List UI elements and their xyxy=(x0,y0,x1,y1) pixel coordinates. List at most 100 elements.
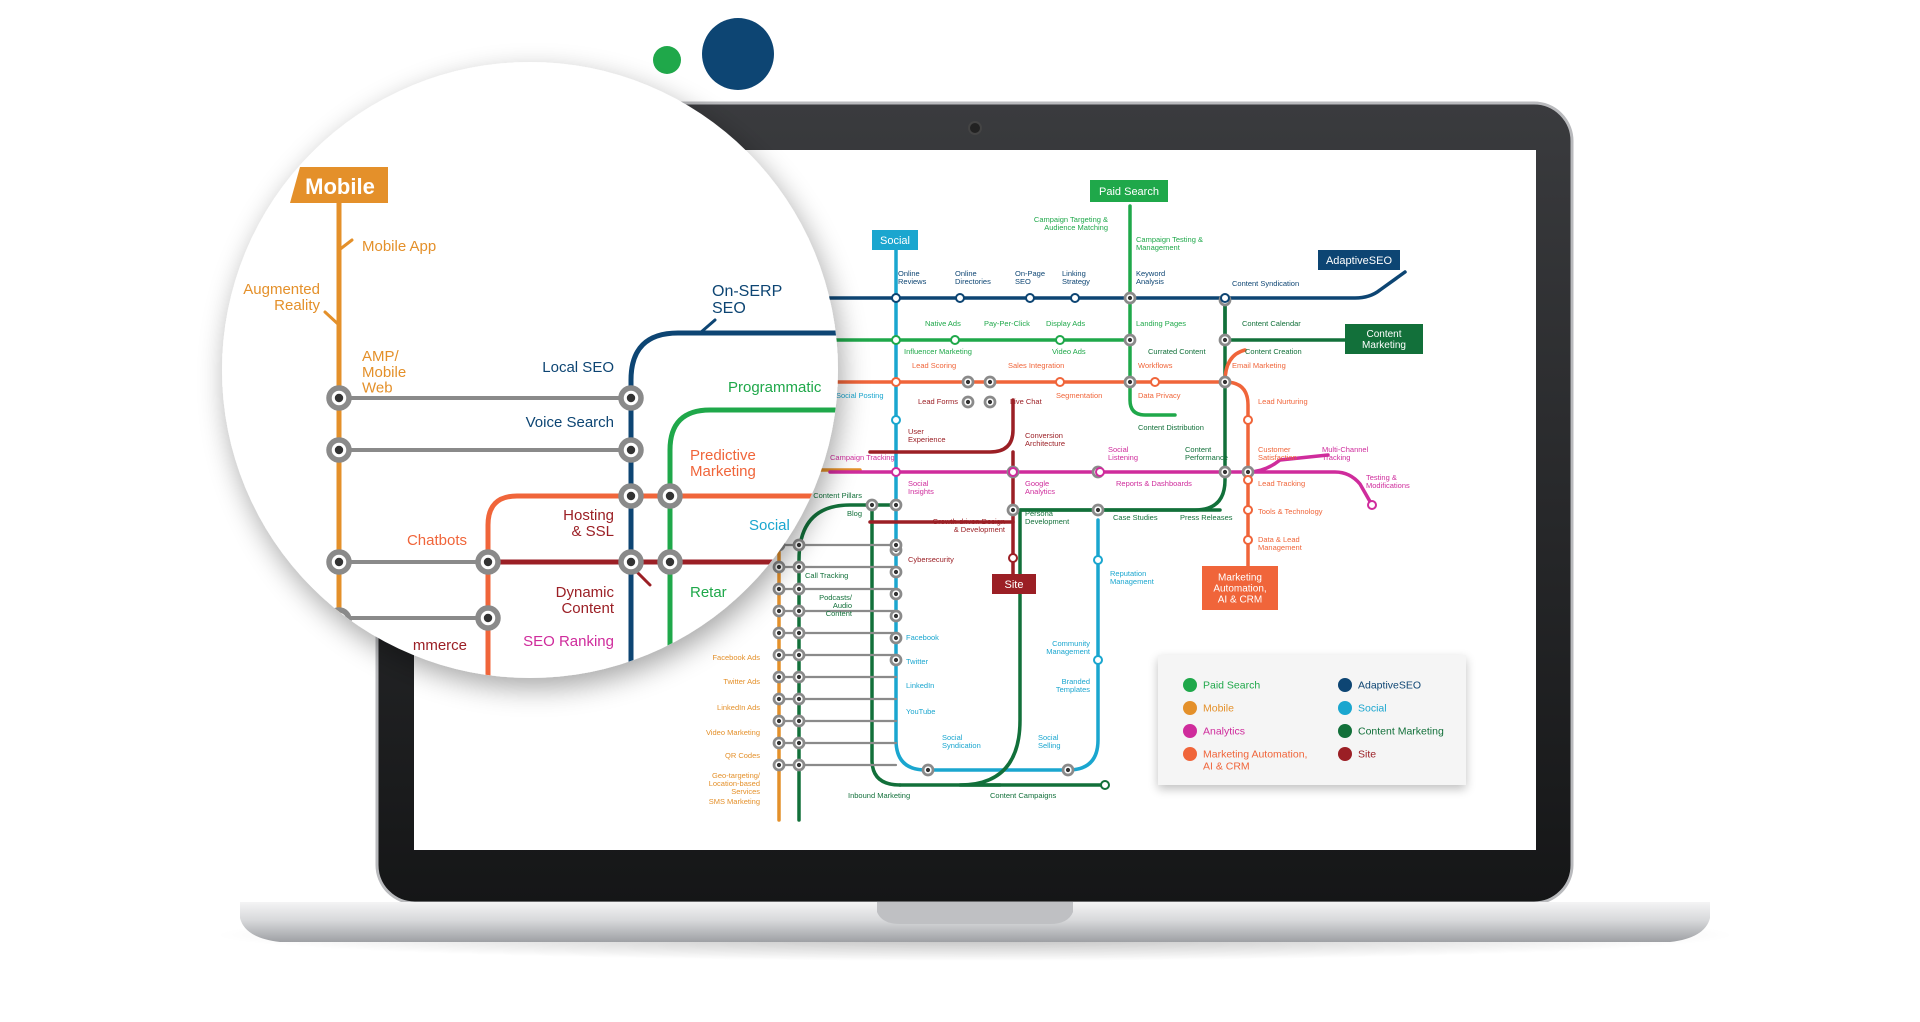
label-line: LinkedIn xyxy=(906,681,934,690)
label-display-ads: Display Ads xyxy=(1046,319,1085,328)
interchange-core xyxy=(893,502,899,508)
interchange-cm xyxy=(792,714,806,728)
paid-search-title-bg xyxy=(1090,180,1168,202)
label-twitter-ads: Twitter Ads xyxy=(723,677,760,686)
legend-item: Site xyxy=(1338,747,1376,761)
label-lead-tracking: Lead Tracking xyxy=(1258,479,1305,488)
label-line: Social xyxy=(908,479,929,488)
interchange-core xyxy=(796,762,802,768)
site-title-bg xyxy=(992,574,1036,594)
zoom-label-mobile-app: Mobile App xyxy=(362,238,436,255)
label-line: Content xyxy=(1185,445,1212,454)
label-line: Facebook Ads xyxy=(712,653,760,662)
label-line: Web xyxy=(362,380,393,397)
zoom-label-programmatic: Programmatic xyxy=(728,379,822,396)
interchange xyxy=(889,538,903,552)
interchange xyxy=(1123,291,1137,305)
interchange-core xyxy=(776,630,782,636)
label-line: Social xyxy=(1108,445,1129,454)
interchange-core xyxy=(334,445,344,455)
legend-label: AdaptiveSEO xyxy=(1358,680,1421,692)
label-line: Call Tracking xyxy=(805,571,848,580)
interchange xyxy=(1218,465,1232,479)
label-line: Facebook xyxy=(906,633,939,642)
interchange-social xyxy=(889,609,903,623)
zoom-circle xyxy=(222,62,838,678)
interchange-mobile xyxy=(772,604,786,618)
label-line: Pay-Per-Click xyxy=(984,319,1030,328)
title-line: Marketing xyxy=(1362,340,1406,351)
label-social-posting: Social Posting xyxy=(836,391,884,400)
label-line: Segmentation xyxy=(1056,391,1102,400)
label-cybersecurity: Cybersecurity xyxy=(908,555,954,564)
label-line: Inbound Marketing xyxy=(848,791,910,800)
legend-label: Marketing Automation,AI & CRM xyxy=(1203,749,1307,773)
zoom-interchange xyxy=(657,483,683,509)
interchange-mobile xyxy=(772,736,786,750)
label-youtube: YouTube xyxy=(906,707,935,716)
label-line: Email Marketing xyxy=(1232,361,1286,370)
label-lead-forms: Lead Forms xyxy=(918,397,958,406)
station-social xyxy=(891,415,901,425)
label-line: Case Studies xyxy=(1113,513,1158,522)
station-ma xyxy=(891,377,901,387)
interchange-core xyxy=(1245,469,1251,475)
zoom-tick xyxy=(698,318,717,335)
label-line: Tools & Technology xyxy=(1258,507,1323,516)
label-line: Social xyxy=(1038,733,1059,742)
label-line: Multi-Channel xyxy=(1322,445,1369,454)
label-line: On-SERP xyxy=(712,283,782,300)
legend-label: Site xyxy=(1358,749,1376,761)
zoom-label-retar: Retar xyxy=(690,584,727,601)
interchange-mobile xyxy=(772,582,786,596)
interchange xyxy=(1123,333,1137,347)
legend-item: Paid Search xyxy=(1183,678,1260,692)
legend-swatch xyxy=(1338,678,1352,692)
label-content-creation: Content Creation xyxy=(1245,347,1302,356)
label-content-calendar: Content Calendar xyxy=(1242,319,1301,328)
interchange-core xyxy=(1127,379,1133,385)
interchange-core xyxy=(796,630,802,636)
interchange-core xyxy=(1127,337,1133,343)
paid-search-title: Paid Search xyxy=(1090,180,1168,202)
interchange-core xyxy=(665,557,675,567)
label-line: AMP/ xyxy=(362,348,400,365)
adaptive-seo-line xyxy=(828,270,1407,300)
interchange xyxy=(1091,503,1105,517)
interchange-core xyxy=(893,569,899,575)
label-line: Listening xyxy=(1108,453,1138,462)
label-growth-driven-design: Growth-driven Design& Development xyxy=(932,517,1005,534)
label-line: Online xyxy=(955,269,977,278)
label-line: Twitter xyxy=(906,657,929,666)
label-linkedin: LinkedIn xyxy=(906,681,934,690)
label-line: Google xyxy=(1025,479,1049,488)
label-line: Cybersecurity xyxy=(908,555,954,564)
label-workflows: Workflows xyxy=(1138,361,1173,370)
adaptive-seo-title-bg xyxy=(1318,250,1400,270)
interchange-cm xyxy=(792,538,806,552)
label-campaign-targeting: Campaign Targeting &Audience Matching xyxy=(1034,215,1108,232)
interchange-mobile xyxy=(772,648,786,662)
interchange-core xyxy=(1065,767,1071,773)
label-sms-marketing: SMS Marketing xyxy=(709,797,760,806)
interchange xyxy=(983,395,997,409)
interchange-core xyxy=(626,393,636,403)
interchange-core xyxy=(334,557,344,567)
interchange-social xyxy=(889,631,903,645)
interchange-mobile xyxy=(772,670,786,684)
content-marketing-line-main xyxy=(958,298,1227,787)
station-cm-end xyxy=(1100,780,1110,790)
label-live-chat: Live Chat xyxy=(1010,397,1043,406)
zoom-label-chatbots: Chatbots xyxy=(407,532,467,549)
label-content-distribution: Content Distribution xyxy=(1138,423,1204,432)
interchange-social xyxy=(889,653,903,667)
label-line: Geo-targeting/ xyxy=(712,771,761,780)
title-line: Content xyxy=(1366,329,1401,340)
adaptive-seo-title: AdaptiveSEO xyxy=(1318,250,1400,270)
label-testing-modifications: Testing &Modifications xyxy=(1366,473,1410,490)
